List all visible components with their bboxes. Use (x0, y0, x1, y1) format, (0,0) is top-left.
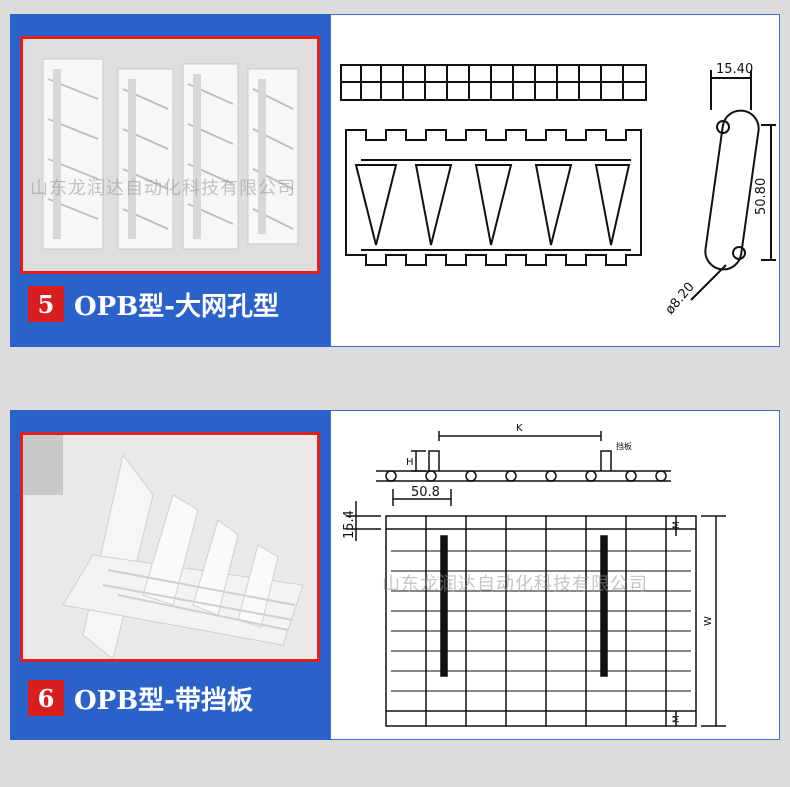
dim-pitch-width: 15.40 (716, 62, 753, 77)
section-number-6: 6 (28, 680, 64, 716)
dim-hole-distance: 50.80 (754, 178, 769, 215)
dim-thickness: 15.4 (342, 510, 357, 539)
product-section-6: 6 OPB型-带挡板 (10, 410, 780, 740)
dim-m-top: M (672, 521, 682, 529)
product-photo-5 (20, 36, 320, 274)
section-number-5: 5 (28, 286, 64, 322)
technical-drawing-6: K H 挡板 50.8 15.4 M W M (330, 410, 780, 740)
section-title-6: OPB型-带挡板 (74, 685, 253, 716)
baffle-belt-illustration (23, 435, 317, 659)
product-photo-6 (20, 432, 320, 662)
mesh-belt-illustration (23, 39, 317, 271)
caption-6: 6 OPB型-带挡板 (28, 678, 253, 718)
dim-pitch: 50.8 (411, 485, 440, 500)
product-section-5: 5 OPB型-大网孔型 15.40 (10, 14, 780, 347)
watermark-6: 山东龙润达自动化科技有限公司 (382, 574, 648, 595)
dim-w: W (703, 616, 714, 626)
caption-5: 5 OPB型-大网孔型 (28, 284, 279, 324)
technical-drawing-5: 15.40 50.80 ø8.20 (330, 14, 780, 347)
dim-h: H (406, 457, 414, 468)
dim-k: K (516, 423, 523, 434)
drawing-5-svg: 15.40 50.80 ø8.20 (340, 62, 776, 318)
section-title-5: OPB型-大网孔型 (74, 291, 279, 322)
watermark-5: 山东龙润达自动化科技有限公司 (30, 178, 296, 199)
drawing-6-svg: K H 挡板 50.8 15.4 M W M (342, 423, 726, 727)
dim-baffle: 挡板 (616, 441, 632, 451)
dim-m-bottom: M (672, 715, 682, 723)
